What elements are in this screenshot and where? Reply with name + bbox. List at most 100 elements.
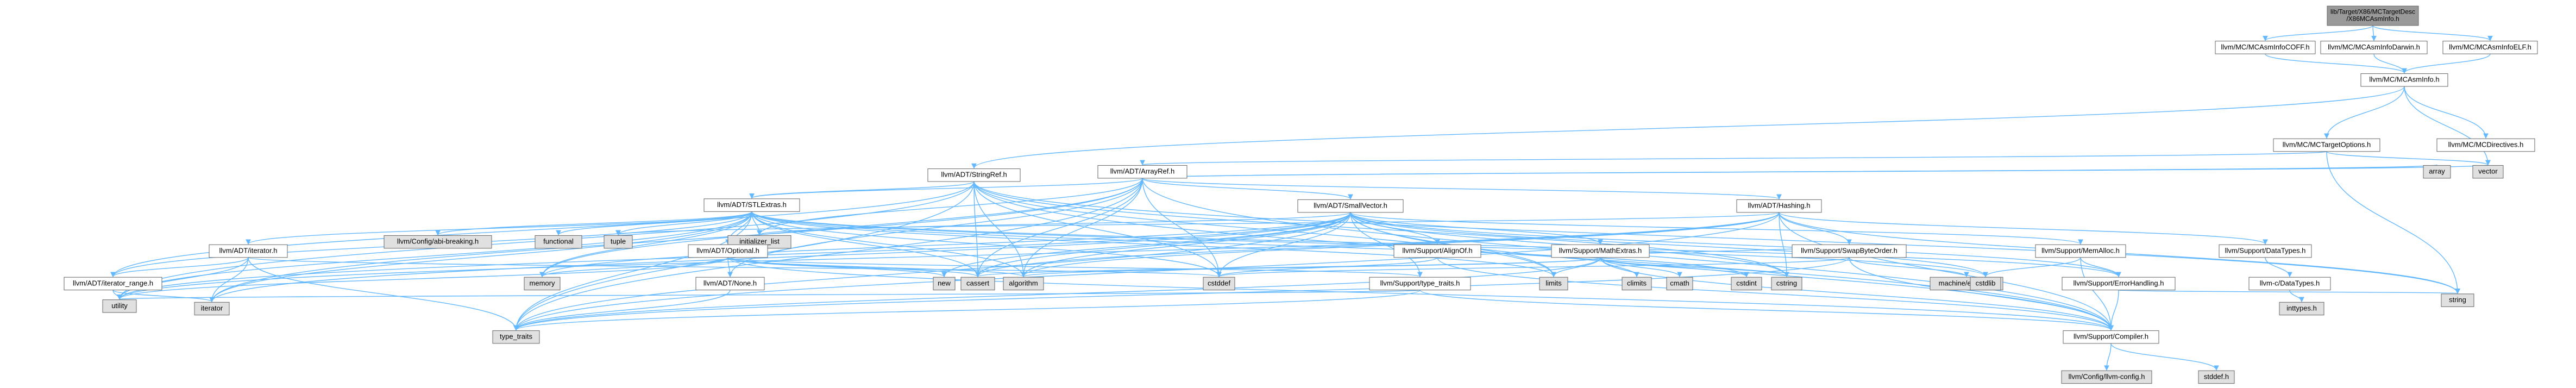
- node-none-box: [695, 277, 765, 291]
- node-typetraitsllvm[interactable]: llvm/Support/type_traits.h: [1369, 277, 1471, 291]
- edge-stringref-to-iterrange: [110, 182, 975, 278]
- edge-optional-to-typetraitsllvm: [727, 257, 1423, 278]
- node-llvmconfig: llvm/Config/llvm-config.h: [2061, 370, 2152, 384]
- node-mathextras-label: llvm/Support/MathExtras.h: [1559, 246, 1642, 254]
- node-array-box: [2423, 165, 2451, 179]
- node-adtiterator[interactable]: llvm/ADT/iterator.h: [209, 244, 288, 258]
- node-cstring-label: cstring: [1776, 279, 1797, 287]
- edge-smallvector-to-compiler: [1350, 212, 2114, 331]
- node-stddef: stddef.h: [2198, 370, 2235, 384]
- edge-arrayref-to-vector: [1142, 164, 2490, 179]
- node-optional-label: llvm/ADT/Optional.h: [696, 246, 759, 254]
- node-elf-box: [2442, 41, 2538, 54]
- node-darwin-box: [2320, 41, 2428, 54]
- node-inttypes-label: inttypes.h: [2286, 304, 2317, 312]
- edge-swapbyteorder-to-compiler: [1849, 257, 2114, 331]
- edge-root-to-elf: [2372, 25, 2493, 41]
- node-arrayref-box: [1097, 165, 1188, 179]
- edge-stlextras-to-typetraits: [513, 211, 752, 331]
- node-algorithm-box: [1003, 277, 1044, 291]
- edge-stringref-to-algorithm: [973, 182, 1026, 278]
- node-iterator-label: iterator: [201, 304, 223, 312]
- node-mcasminfo[interactable]: llvm/MC/MCAsmInfo.h: [2360, 73, 2448, 87]
- node-string-label: string: [2449, 296, 2466, 304]
- node-algorithm-label: algorithm: [1009, 279, 1038, 287]
- node-smallvector-label: llvm/ADT/SmallVector.h: [1314, 202, 1387, 210]
- node-hashing[interactable]: llvm/ADT/Hashing.h: [1736, 199, 1822, 213]
- node-compiler-label: llvm/Support/Compiler.h: [2074, 333, 2148, 341]
- edge-smallvector-to-cstddef: [1216, 212, 1351, 278]
- node-mathextras-box: [1551, 244, 1650, 258]
- node-stddef-label: stddef.h: [2204, 372, 2229, 380]
- node-arrayref[interactable]: llvm/ADT/ArrayRef.h: [1097, 165, 1188, 179]
- node-smallvector[interactable]: llvm/ADT/SmallVector.h: [1297, 199, 1404, 213]
- edge-typetraitsllvm-to-typetraits: [513, 290, 1421, 331]
- edge-mathextras-to-cassert: [975, 257, 1601, 278]
- edge-swapbyteorder-to-cstddef: [1216, 257, 1850, 278]
- node-errorhandling-box: [2062, 277, 2176, 291]
- node-algorithm: algorithm: [1003, 277, 1044, 291]
- node-directives[interactable]: llvm/MC/MCDirectives.h: [2436, 138, 2535, 152]
- node-memalloc[interactable]: llvm/Support/MemAlloc.h: [2035, 244, 2126, 258]
- edge-stringref-to-cstddef: [973, 182, 1222, 278]
- node-compiler[interactable]: llvm/Support/Compiler.h: [2063, 330, 2159, 344]
- node-memalloc-box: [2035, 244, 2126, 258]
- edge-elf-to-mcasminfo: [2402, 53, 2491, 74]
- edge-stringref-to-limits: [973, 182, 1556, 278]
- node-stlextras-label: llvm/ADT/STLExtras.h: [717, 201, 787, 209]
- edge-mathextras-to-limits: [1551, 257, 1601, 278]
- node-targetopts-box: [2273, 138, 2380, 152]
- node-cassert: cassert: [960, 277, 995, 291]
- edge-hashing-to-swapbyteorder: [1779, 212, 1852, 245]
- edge-mathextras-to-compiler: [1600, 257, 2114, 331]
- node-typetraitsllvm-box: [1369, 277, 1471, 291]
- node-swapbyteorder[interactable]: llvm/Support/SwapByteOrder.h: [1792, 244, 1907, 258]
- node-errorhandling[interactable]: llvm/Support/ErrorHandling.h: [2062, 277, 2176, 291]
- node-targetopts[interactable]: llvm/MC/MCTargetOptions.h: [2273, 138, 2380, 152]
- node-mathextras[interactable]: llvm/Support/MathExtras.h: [1551, 244, 1650, 258]
- node-darwin[interactable]: llvm/MC/MCAsmInfoDarwin.h: [2320, 41, 2428, 54]
- edge-arrayref-to-iterator: [209, 178, 1143, 303]
- edge-stlextras-to-functional: [556, 211, 752, 236]
- node-memory-box: [524, 277, 561, 291]
- node-cstdint: cstdint: [1731, 277, 1762, 291]
- node-compiler-box: [2063, 330, 2159, 344]
- node-coff-box: [2215, 41, 2316, 54]
- edge-errorhandling-to-string: [2118, 288, 2459, 294]
- edge-memalloc-to-cstdlib: [1983, 257, 2081, 278]
- node-iterator: iterator: [194, 302, 230, 316]
- edge-iterrange-to-iterator: [112, 290, 215, 303]
- edge-smallvector-to-algorithm: [1021, 212, 1351, 278]
- node-adtiterator-box: [209, 244, 288, 258]
- node-tuple-label: tuple: [611, 237, 626, 246]
- edge-smallvector-to-errorhandling: [1350, 212, 2121, 278]
- node-elf[interactable]: llvm/MC/MCAsmInfoELF.h: [2442, 41, 2538, 54]
- node-stringref[interactable]: llvm/ADT/StringRef.h: [927, 168, 1021, 182]
- edges: [110, 25, 2493, 371]
- node-optional[interactable]: llvm/ADT/Optional.h: [688, 244, 768, 258]
- node-root[interactable]: lib/Target/X86/MCTargetDesc/X86MCAsmInfo…: [2327, 5, 2419, 26]
- node-utility-label: utility: [111, 302, 128, 310]
- edge-datatypes-to-llvmcdatatypes: [2265, 257, 2292, 278]
- node-stlextras[interactable]: llvm/ADT/STLExtras.h: [703, 198, 800, 212]
- edge-stringref-to-string: [973, 182, 2460, 294]
- edge-arrayref-to-stlextras: [749, 178, 1143, 199]
- node-inttypes: inttypes.h: [2279, 302, 2324, 316]
- node-none[interactable]: llvm/ADT/None.h: [695, 277, 765, 291]
- node-limits-label: limits: [1545, 279, 1562, 287]
- node-alignof[interactable]: llvm/Support/AlignOf.h: [1393, 244, 1481, 258]
- node-cstdint-box: [1731, 277, 1762, 291]
- node-iterrange[interactable]: llvm/ADT/iterator_range.h: [64, 277, 162, 291]
- edge-hashing-to-typetraits: [513, 212, 1780, 331]
- edge-memalloc-to-compiler: [2080, 257, 2114, 331]
- edge-root-to-darwin: [2371, 25, 2377, 41]
- edge-optional-to-new: [727, 257, 947, 278]
- node-datatypes[interactable]: llvm/Support/DataTypes.h: [2219, 244, 2312, 258]
- node-limits: limits: [1539, 277, 1568, 291]
- edge-mathextras-to-climits: [1600, 257, 1639, 278]
- node-coff[interactable]: llvm/MC/MCAsmInfoCOFF.h: [2215, 41, 2316, 54]
- edge-optional-to-memory: [539, 257, 728, 278]
- edge-swapbyteorder-to-machineendian: [1849, 257, 1969, 278]
- node-databreaking: llvm/Config/abi-breaking.h: [384, 235, 492, 249]
